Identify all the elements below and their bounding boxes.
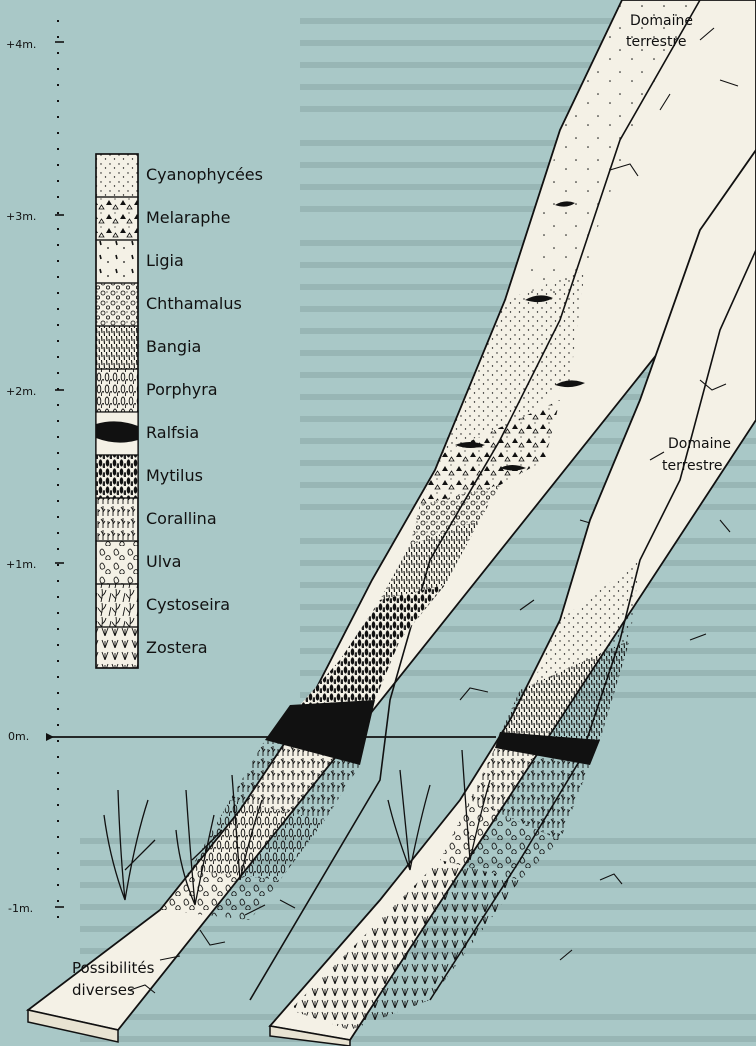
scale-label: +4m.	[6, 38, 36, 51]
legend-swatch-cystoseira	[96, 584, 138, 627]
legend-label: Porphyra	[146, 380, 218, 399]
legend-swatch-porphyra	[96, 369, 138, 412]
domaine-terrestre-label-2-line2: terrestre	[662, 458, 723, 474]
legend: Cyanophycées Melaraphe Ligia Chthamalus …	[96, 154, 263, 668]
scale-label: 0m.	[8, 730, 29, 743]
legend-swatch-mytilus	[96, 455, 138, 498]
legend-label: Corallina	[146, 509, 217, 528]
scale-label: +1m.	[6, 558, 36, 571]
legend-swatches	[96, 154, 138, 668]
legend-label: Bangia	[146, 337, 201, 356]
legend-labels: Cyanophycées Melaraphe Ligia Chthamalus …	[146, 165, 263, 657]
legend-swatch-corallina	[96, 498, 138, 541]
legend-swatch-bangia	[96, 326, 138, 369]
scale-label: -1m.	[8, 902, 33, 915]
legend-swatch-melaraphe	[96, 197, 138, 240]
scale-label: +3m.	[6, 210, 36, 223]
possibilites-label-line2: diverses	[72, 981, 135, 999]
legend-swatch-ligia	[96, 240, 138, 283]
domaine-terrestre-label-1-line2: terrestre	[626, 34, 687, 50]
legend-label: Zostera	[146, 638, 208, 657]
legend-label: Melaraphe	[146, 208, 230, 227]
legend-label: Ligia	[146, 251, 184, 270]
legend-label: Ralfsia	[146, 423, 199, 442]
legend-label: Cystoseira	[146, 595, 230, 614]
scale-label: +2m.	[6, 385, 36, 398]
legend-swatch-ulva	[96, 541, 138, 584]
legend-label: Mytilus	[146, 466, 203, 485]
legend-label: Ulva	[146, 552, 181, 571]
height-scale: +4m. +3m. +2m. +1m. 0m. -1m.	[6, 20, 64, 920]
ralfsia-band	[96, 421, 138, 442]
possibilites-label-line1: Possibilités	[72, 959, 155, 977]
legend-label: Chthamalus	[146, 294, 242, 313]
legend-swatch-chthamalus	[96, 283, 138, 326]
legend-label: Cyanophycées	[146, 165, 263, 184]
domaine-terrestre-label-1-line1: Domaine	[630, 13, 693, 29]
domaine-terrestre-label-2-line1: Domaine	[668, 436, 731, 452]
sea-level-arrow	[46, 733, 54, 741]
legend-swatch-cyanophycees	[96, 154, 138, 197]
legend-swatch-zostera	[96, 627, 138, 668]
